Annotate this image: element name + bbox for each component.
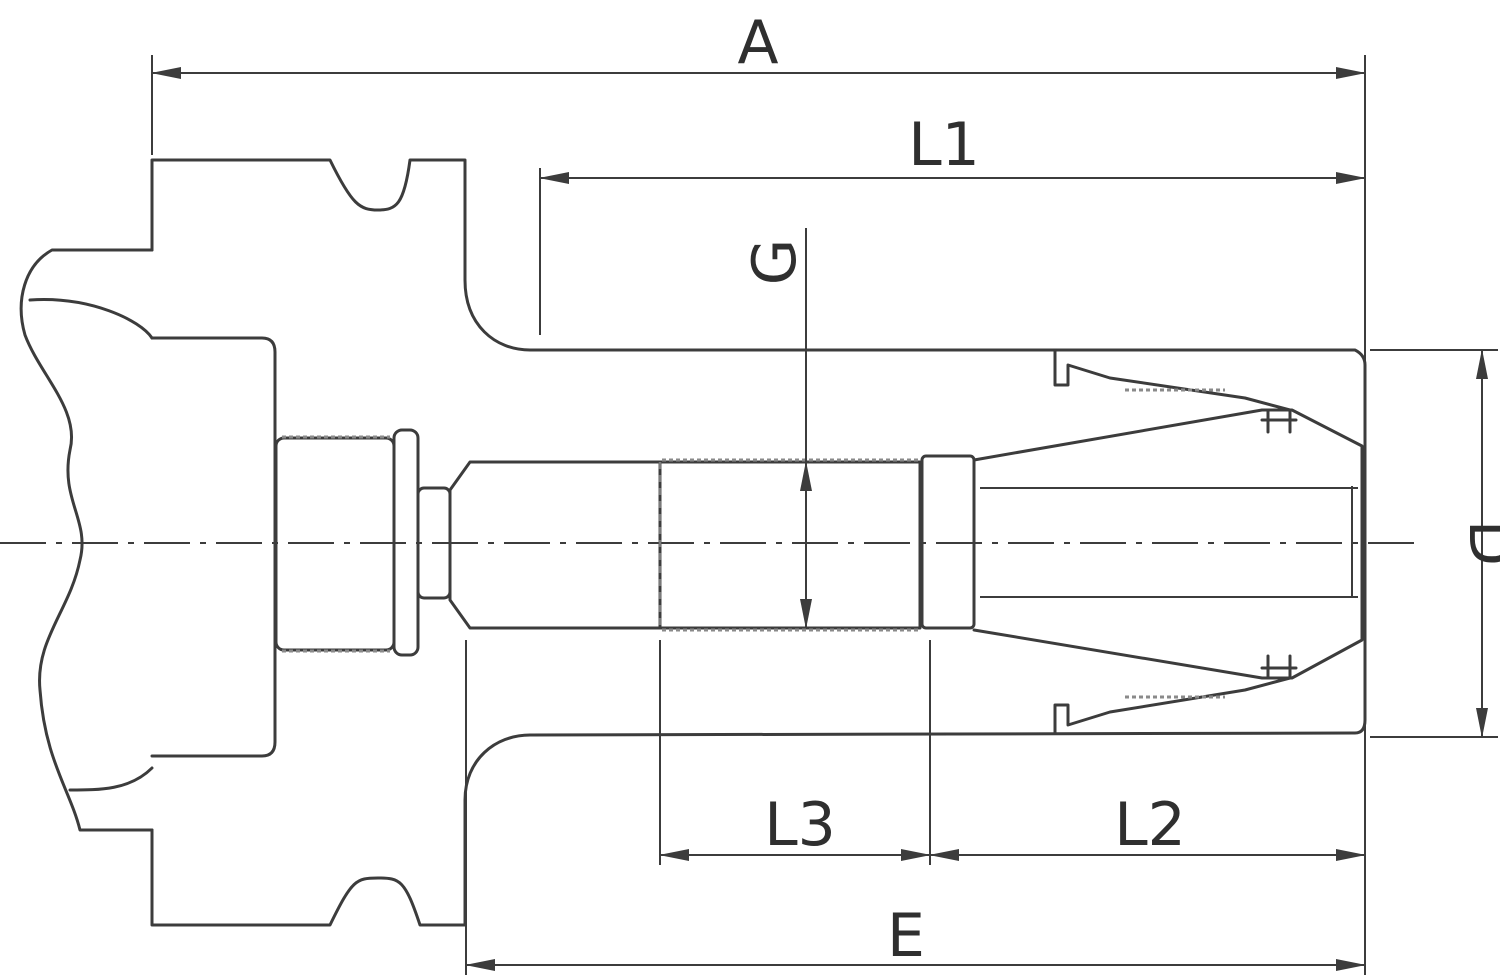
pull-stud-head: [448, 460, 662, 630]
dim-label-l2: L2: [1114, 790, 1186, 860]
dim-label-g: G: [740, 239, 810, 286]
dim-label-l1: L1: [908, 110, 980, 180]
dim-label-a: A: [737, 8, 778, 78]
shank: [658, 460, 922, 630]
spindle-bore: [28, 298, 154, 792]
nut-ring: [920, 454, 976, 630]
spindle-outline: [19, 248, 154, 832]
flange-step: [150, 336, 277, 758]
collet-slots: [980, 486, 1358, 598]
dim-label-e: E: [887, 901, 925, 971]
nut-top: [1053, 348, 1292, 412]
extension-lines: [151, 55, 1498, 975]
nut-bottom: [1053, 676, 1292, 735]
dim-label-l3: L3: [764, 790, 836, 860]
dim-label-d: D: [1455, 520, 1500, 566]
collet-lock-top: [1260, 408, 1298, 434]
collet-lock-bottom: [1260, 654, 1298, 680]
